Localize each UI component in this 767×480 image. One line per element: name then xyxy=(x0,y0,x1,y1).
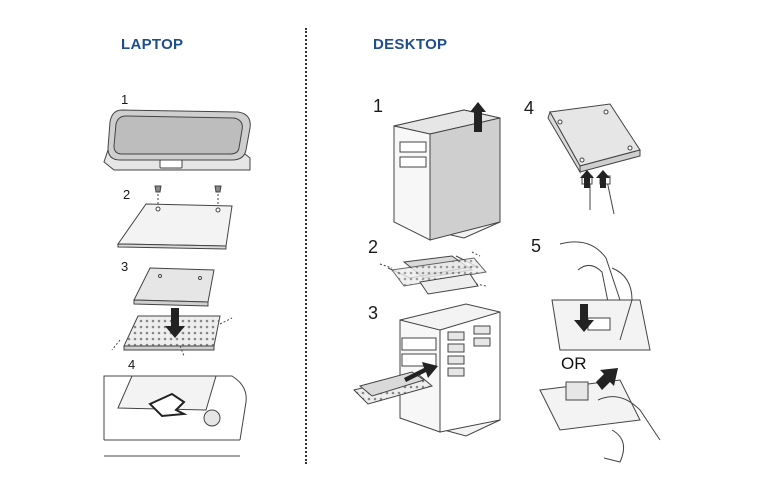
desktop-heading: DESKTOP xyxy=(373,36,448,53)
laptop-step-2-number: 2 xyxy=(123,187,131,202)
laptop-base-bay-illustration xyxy=(103,375,247,457)
laptop-heading: LAPTOP xyxy=(121,36,184,53)
desktop-step-3-number: 3 xyxy=(368,303,379,323)
laptop-insert-arrow-icon xyxy=(165,308,185,338)
desktop-lift-cover-arrow-icon xyxy=(470,102,486,132)
desktop-hand-alternate-illustration xyxy=(539,379,661,463)
desktop-step-5-number: 5 xyxy=(531,236,542,256)
desktop-push-left-arrow-icon xyxy=(596,368,618,390)
desktop-connect-cable-arrow-icon-1 xyxy=(580,170,594,188)
desktop-drive-cables-illustration xyxy=(547,103,641,215)
desktop-step-2-number: 2 xyxy=(368,237,379,257)
desktop-step-4-number: 4 xyxy=(524,98,535,118)
section-divider xyxy=(305,28,307,464)
laptop-cover-panel-illustration xyxy=(117,185,233,250)
desktop-drive-rails-illustration xyxy=(379,251,487,295)
desktop-step-1-number: 1 xyxy=(373,96,384,116)
laptop-closed-illustration xyxy=(103,109,251,171)
desktop-push-down-arrow-icon xyxy=(574,304,594,332)
desktop-slide-in-arrow-icon xyxy=(404,362,438,382)
laptop-step-4-number: 4 xyxy=(128,357,136,372)
desktop-tower-illustration xyxy=(393,109,501,241)
laptop-step-3-number: 3 xyxy=(121,259,129,274)
or-label: OR xyxy=(561,354,587,373)
desktop-hand-connect-illustration xyxy=(551,241,651,351)
laptop-step-1-number: 1 xyxy=(121,92,129,107)
desktop-connect-cable-arrow-icon-2 xyxy=(596,170,610,188)
desktop-open-tower-illustration xyxy=(353,303,501,437)
